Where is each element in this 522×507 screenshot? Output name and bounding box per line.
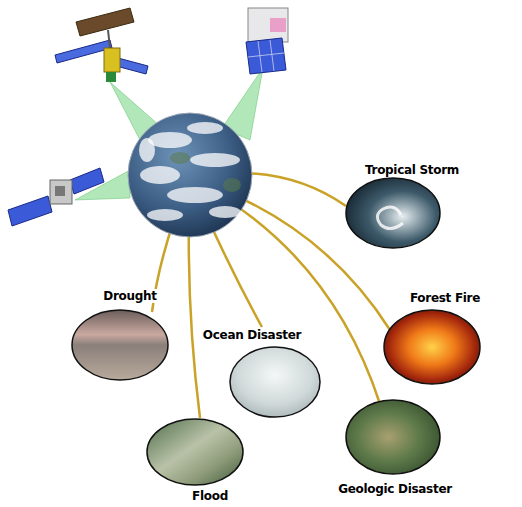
picture-oval: [147, 419, 243, 485]
disaster-node: Ocean Disaster: [201, 328, 322, 419]
satellite: [55, 8, 148, 82]
picture-oval: [230, 347, 320, 417]
storm-oval: [344, 176, 442, 250]
flood-oval: [145, 417, 245, 487]
picture-oval: [384, 310, 480, 384]
disaster-node: Geologic Disaster: [336, 398, 454, 496]
disaster-node: Tropical Storm: [344, 163, 461, 250]
earth-globe: [128, 113, 252, 237]
disaster-label: Ocean Disaster: [201, 328, 303, 342]
picture-oval: [72, 310, 168, 380]
picture-oval: [346, 400, 440, 474]
disaster-label: Drought: [101, 289, 158, 303]
fire-oval: [382, 308, 482, 386]
storm-swirl: [377, 207, 403, 229]
satellite: [246, 8, 288, 74]
disaster-node: Drought: [70, 289, 170, 382]
picture-oval: [346, 178, 440, 248]
satellite: [8, 168, 104, 226]
geologic-oval: [344, 398, 442, 476]
disaster-node: Forest Fire: [382, 291, 482, 386]
disaster-label: Forest Fire: [408, 291, 482, 305]
disaster-label: Tropical Storm: [363, 163, 461, 177]
disaster-label: Flood: [190, 489, 230, 503]
ocean-oval: [228, 345, 322, 419]
drought-oval: [70, 308, 170, 382]
disaster-label: Geologic Disaster: [336, 482, 454, 496]
disaster-node: Flood: [145, 417, 245, 503]
